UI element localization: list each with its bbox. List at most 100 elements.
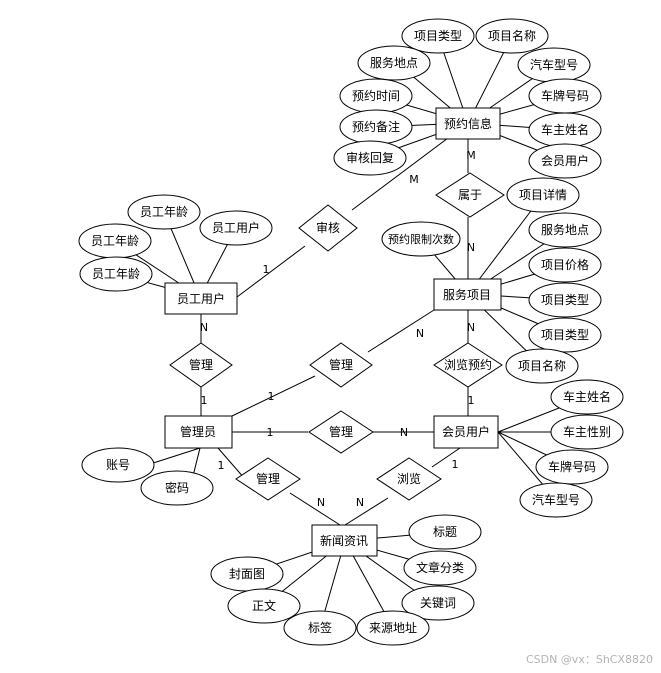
relationship-liulan-news: 浏览 xyxy=(376,457,442,501)
svg-text:密码: 密码 xyxy=(165,480,189,495)
svg-text:浏览: 浏览 xyxy=(397,471,421,486)
attribute: 标签 xyxy=(283,610,357,646)
svg-text:汽车型号: 汽车型号 xyxy=(532,492,580,507)
relationship-guanli-staff: 管理 xyxy=(169,342,233,388)
attribute: 车牌号码 xyxy=(535,449,609,485)
attribute: 关键词 xyxy=(401,585,475,621)
svg-text:员工用户: 员工用户 xyxy=(177,291,225,306)
attribute: 预约时间 xyxy=(339,78,413,114)
svg-text:账号: 账号 xyxy=(106,458,130,472)
svg-text:项目类型: 项目类型 xyxy=(414,29,462,43)
svg-text:项目类型: 项目类型 xyxy=(541,293,589,307)
attribute: 预约备注 xyxy=(339,109,413,145)
svg-text:管理: 管理 xyxy=(329,357,353,372)
cardinality-labels: 1 M M N N 1 1 N N 1 1 N 1 N 1 N xyxy=(200,149,476,509)
attributes-huiyuan-yonghu: 车主姓名 车主性别 车牌号码 汽车型号 xyxy=(519,379,624,518)
relationship-guanli-news: 管理 xyxy=(235,457,301,501)
svg-text:会员用户: 会员用户 xyxy=(442,424,490,439)
entity-huiyuan-yonghu: 会员用户 xyxy=(433,415,499,449)
cardinality-label: 1 xyxy=(263,263,270,276)
attribute: 预约限制次数 xyxy=(381,221,461,257)
attribute: 正文 xyxy=(227,588,301,624)
svg-text:汽车型号: 汽车型号 xyxy=(530,57,578,72)
svg-text:浏览预约: 浏览预约 xyxy=(444,357,492,372)
svg-text:标题: 标题 xyxy=(433,525,457,539)
cardinality-label: N xyxy=(467,241,475,254)
svg-text:员工年龄: 员工年龄 xyxy=(92,267,140,281)
attributes-yuyue-xinxi: 项目类型 项目名称 服务地点 汽车型号 预约时间 车牌号码 预约备注 车主姓名 … xyxy=(333,18,602,179)
svg-text:车牌号码: 车牌号码 xyxy=(541,88,589,103)
cardinality-label: N xyxy=(416,327,424,340)
attribute: 员工年龄 xyxy=(78,223,152,259)
attribute: 密码 xyxy=(140,470,214,506)
svg-text:车主姓名: 车主姓名 xyxy=(563,389,611,404)
svg-text:来源地址: 来源地址 xyxy=(369,621,417,635)
svg-text:关键词: 关键词 xyxy=(420,596,456,610)
relationship-shuyu: 属于 xyxy=(435,172,505,218)
attribute: 服务地点 xyxy=(528,212,602,248)
attribute: 会员用户 xyxy=(528,143,602,179)
svg-text:车主姓名: 车主姓名 xyxy=(541,122,589,137)
svg-text:服务地点: 服务地点 xyxy=(541,222,589,237)
svg-text:审核: 审核 xyxy=(316,220,340,235)
watermark: CSDN @vx：ShCX8820 xyxy=(525,653,653,666)
cardinality-label: 1 xyxy=(267,426,274,439)
svg-text:服务地点: 服务地点 xyxy=(370,55,418,70)
svg-text:车主性别: 车主性别 xyxy=(563,424,611,439)
svg-text:审核回复: 审核回复 xyxy=(346,150,394,165)
svg-text:标签: 标签 xyxy=(308,620,332,635)
svg-text:管理员: 管理员 xyxy=(180,424,216,439)
attribute: 员工年龄 xyxy=(79,256,153,292)
svg-text:新闻资讯: 新闻资讯 xyxy=(320,533,368,548)
attribute: 项目名称 xyxy=(475,18,549,54)
svg-text:管理: 管理 xyxy=(329,424,353,439)
svg-text:项目价格: 项目价格 xyxy=(541,257,589,272)
svg-text:服务项目: 服务项目 xyxy=(443,287,491,302)
cardinality-label: 1 xyxy=(218,459,225,472)
cardinality-label: N xyxy=(467,321,475,334)
cardinality-label: M xyxy=(409,173,419,186)
cardinality-label: M xyxy=(466,149,476,162)
attribute: 车主姓名 xyxy=(550,379,624,415)
attribute: 来源地址 xyxy=(356,610,430,646)
entity-fuwu-xiangmu: 服务项目 xyxy=(433,278,502,311)
relationship-liulan-yuyue: 浏览预约 xyxy=(433,342,503,388)
cardinality-label: N xyxy=(400,426,408,439)
attribute: 员工年龄 xyxy=(127,194,201,230)
attribute: 项目名称 xyxy=(505,348,579,384)
attribute: 项目类型 xyxy=(401,18,475,54)
svg-text:项目名称: 项目名称 xyxy=(518,358,566,373)
relationship-guanli-member: 管理 xyxy=(308,410,374,454)
relationship-guanli-service: 管理 xyxy=(309,342,373,388)
svg-text:会员用户: 会员用户 xyxy=(541,153,589,168)
attribute: 汽车型号 xyxy=(517,47,591,83)
attribute: 封面图 xyxy=(210,556,284,592)
svg-text:员工用户: 员工用户 xyxy=(212,220,260,235)
cardinality-label: N xyxy=(317,496,325,509)
attribute: 服务地点 xyxy=(357,45,431,81)
attribute: 账号 xyxy=(81,447,155,483)
svg-text:管理: 管理 xyxy=(256,471,280,486)
attribute: 审核回复 xyxy=(333,140,407,176)
svg-text:封面图: 封面图 xyxy=(229,567,265,581)
svg-text:预约时间: 预约时间 xyxy=(352,88,400,103)
relationship-shenhe: 审核 xyxy=(298,204,358,252)
svg-text:文章分类: 文章分类 xyxy=(416,560,464,575)
attribute: 项目详情 xyxy=(506,177,580,213)
svg-text:预约信息: 预约信息 xyxy=(444,116,492,131)
attribute: 项目类型 xyxy=(528,317,602,353)
entity-yuangong-yonghu: 员工用户 xyxy=(164,282,238,315)
cardinality-label: 1 xyxy=(268,390,275,403)
svg-text:预约备注: 预约备注 xyxy=(352,119,400,134)
svg-text:管理: 管理 xyxy=(189,357,213,372)
attributes-yuangong-yonghu: 员工年龄 员工年龄 员工用户 员工年龄 xyxy=(78,194,273,292)
cardinality-label: N xyxy=(200,321,208,334)
cardinality-label: 1 xyxy=(468,394,475,407)
attribute: 标题 xyxy=(408,514,482,550)
svg-text:员工年龄: 员工年龄 xyxy=(140,205,188,219)
entity-xinwen-zixun: 新闻资讯 xyxy=(311,524,378,557)
svg-text:车牌号码: 车牌号码 xyxy=(548,459,596,474)
svg-text:项目详情: 项目详情 xyxy=(519,187,567,202)
attribute: 汽车型号 xyxy=(519,482,593,518)
